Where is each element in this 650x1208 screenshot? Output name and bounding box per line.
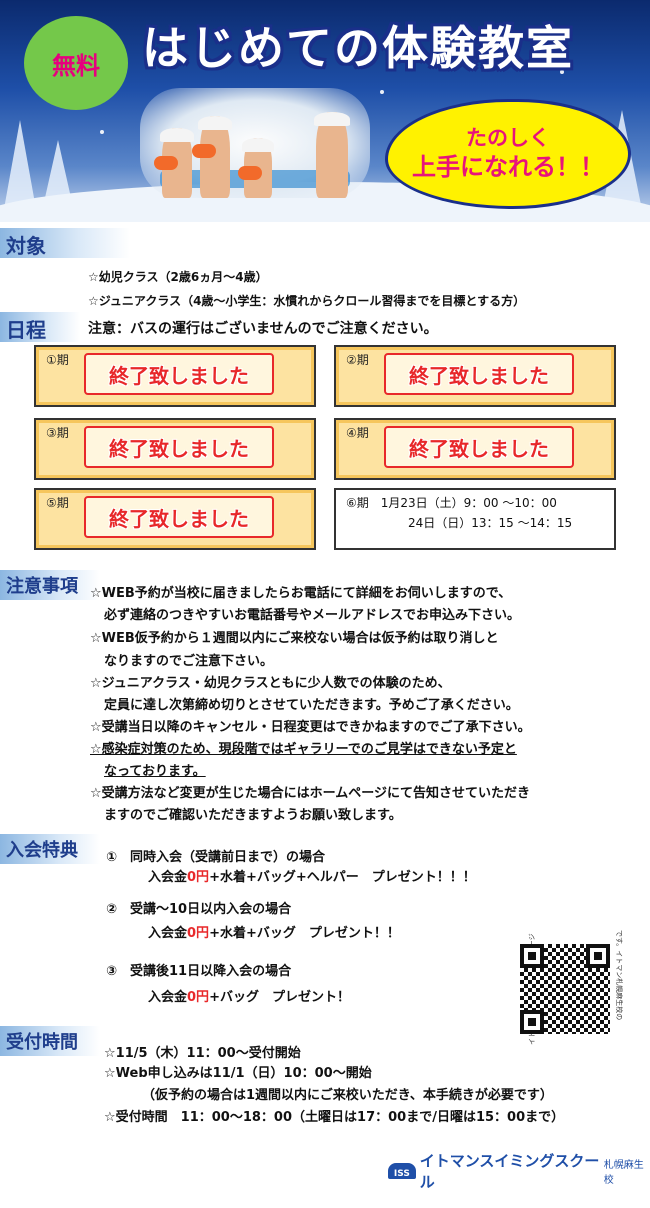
iss-mark-icon: ISS xyxy=(388,1163,416,1179)
benefit-rest: +バッグ プレゼント！ xyxy=(209,990,350,1005)
note-line: なりますのでご注意下さい。 xyxy=(104,654,274,669)
session-6-day2: 24日（日）13：15 〜14：15 xyxy=(408,516,573,530)
session-ended-label: 終了致しました xyxy=(84,426,274,468)
reception-line: ☆11/5（木）11：00〜受付開始 xyxy=(104,1046,301,1061)
session-box-2: ②期 終了致しました xyxy=(334,345,616,407)
reception-line: （仮予約の場合は1週間以内にご来校いただき、本手続きが必要です） xyxy=(142,1088,553,1103)
session-box-5: ⑤期 終了致しました xyxy=(34,488,316,550)
benefit-rest: +水着+バッグ プレゼント！！ xyxy=(209,926,400,941)
benefit-prefix: 入会金 xyxy=(148,990,188,1005)
qr-finder xyxy=(586,944,610,968)
note-line-underlined: なっております。 xyxy=(104,764,206,779)
session-box-6: ⑥期 1月23日（土）9：00 〜10：00 24日（日）13：15 〜14：1… xyxy=(334,488,616,550)
benefit-rest: +水着+バッグ+ヘルパー プレゼント！！！ xyxy=(209,870,476,885)
note-line: 定員に達し次第締め切りとさせていただきます。予めご了承ください。 xyxy=(104,698,519,713)
note-line: ☆WEB予約が当校に届きましたらお電話にて詳細をお伺いしますので、 xyxy=(90,586,512,601)
snowflake-decoration xyxy=(560,70,564,74)
bus-notice: 注意：バスの運行はございませんのでご注意ください。 xyxy=(88,321,438,337)
speech-cloud: たのしく 上手になれる！！ xyxy=(388,102,628,206)
session-number: ③期 xyxy=(46,426,69,440)
note-line: ますのでご確認いただきますようお願い致します。 xyxy=(104,808,402,823)
children-pool-photo xyxy=(140,88,370,198)
cloud-line-1: たのしく xyxy=(466,125,550,150)
session-number: ①期 xyxy=(46,353,69,367)
note-line: 必ず連絡のつきやすいお電話番号やメールアドレスでお申込み下さい。 xyxy=(104,608,521,623)
benefit-title: ② 受講〜10日以内入会の場合 xyxy=(106,902,292,917)
hero-banner: 無料 はじめての体験教室 たのしく 上手になれる！！ xyxy=(0,0,650,222)
session-box-1: ①期 終了致しました xyxy=(34,345,316,407)
section-heading-schedule: 日程 xyxy=(0,312,80,342)
benefit-prefix: 入会金 xyxy=(148,926,188,941)
session-ended-label: 終了致しました xyxy=(84,353,274,395)
page-title: はじめての体験教室 xyxy=(142,21,574,75)
benefit-prefix: 入会金 xyxy=(148,870,188,885)
child-figure xyxy=(192,116,232,198)
section-heading-target: 対象 xyxy=(0,228,130,258)
free-badge: 無料 xyxy=(24,16,128,110)
qr-finder xyxy=(520,944,544,968)
benefit-detail: 入会金0円+水着+バッグ+ヘルパー プレゼント！！！ xyxy=(148,866,476,885)
note-line-underlined: ☆感染症対策のため、現段階ではギャラリーでのご見学はできない予定と xyxy=(90,742,517,757)
benefit-free-amount: 0円 xyxy=(187,870,210,885)
benefit-free-amount: 0円 xyxy=(187,926,210,941)
target-item-infant: ☆幼児クラス（2歳6ヵ月〜4歳） xyxy=(88,270,268,284)
benefit-detail: 入会金0円+バッグ プレゼント！ xyxy=(148,986,350,1005)
branch-name: 札幌麻生校 xyxy=(603,1160,644,1186)
session-6-day1: ⑥期 1月23日（土）9：00 〜10：00 xyxy=(346,496,557,510)
cloud-line-2: 上手になれる！！ xyxy=(412,153,604,182)
note-line: ☆受講方法など変更が生じた場合にはホームページにて告知させていただき xyxy=(90,786,531,801)
session-number: ⑤期 xyxy=(46,496,69,510)
homepage-qr-code[interactable] xyxy=(520,944,610,1034)
session-ended-label: 終了致しました xyxy=(384,353,574,395)
school-logo: ISS イトマンスイミングスクール 札幌麻生校 xyxy=(388,1150,650,1192)
session-ended-label: 終了致しました xyxy=(84,496,274,538)
session-number: ②期 xyxy=(346,353,369,367)
section-heading-notes: 注意事項 xyxy=(0,570,100,600)
reception-line: ☆Web申し込みは11/1（日）10：00〜開始 xyxy=(104,1066,372,1081)
qr-finder xyxy=(520,1010,544,1034)
benefit-title: ① 同時入会（受講前日まで）の場合 xyxy=(106,850,326,865)
session-box-3: ③期 終了致しました xyxy=(34,418,316,480)
child-figure xyxy=(154,128,194,198)
reception-line: ☆受付時間 11：00〜18：00（土曜日は17：00まで/日曜は15：00まで… xyxy=(104,1110,565,1125)
school-name: イトマンスイミングスクール xyxy=(419,1152,600,1191)
benefit-detail: 入会金0円+水着+バッグ プレゼント！！ xyxy=(148,922,400,941)
snowflake-decoration xyxy=(380,90,384,94)
benefit-title: ③ 受講後11日以降入会の場合 xyxy=(106,964,292,979)
session-box-4: ④期 終了致しました xyxy=(334,418,616,480)
child-figure xyxy=(314,112,350,198)
note-line: ☆ジュニアクラス・幼児クラスともに少人数での体験のため、 xyxy=(90,676,451,691)
target-item-junior: ☆ジュニアクラス（4歳〜小学生：水慣れからクロール習得までを目標とする方） xyxy=(88,294,526,308)
session-ended-label: 終了致しました xyxy=(384,426,574,468)
qr-block: イトマン札幌麻生校のホームページ です。イトマン札幌麻生校の xyxy=(502,930,628,1046)
section-heading-reception: 受付時間 xyxy=(0,1026,100,1056)
benefit-free-amount: 0円 xyxy=(187,990,210,1005)
session-number: ④期 xyxy=(346,426,369,440)
snowflake-decoration xyxy=(100,130,104,134)
section-heading-benefits: 入会特典 xyxy=(0,834,100,864)
child-figure xyxy=(238,138,274,198)
note-line: ☆WEB仮予約から１週間以内にご来校ない場合は仮予約は取り消しと xyxy=(90,631,499,646)
qr-caption-right: です。イトマン札幌麻生校の xyxy=(615,930,623,1021)
note-line: ☆受講当日以降のキャンセル・日程変更はできかねますのでご了承下さい。 xyxy=(90,720,531,735)
